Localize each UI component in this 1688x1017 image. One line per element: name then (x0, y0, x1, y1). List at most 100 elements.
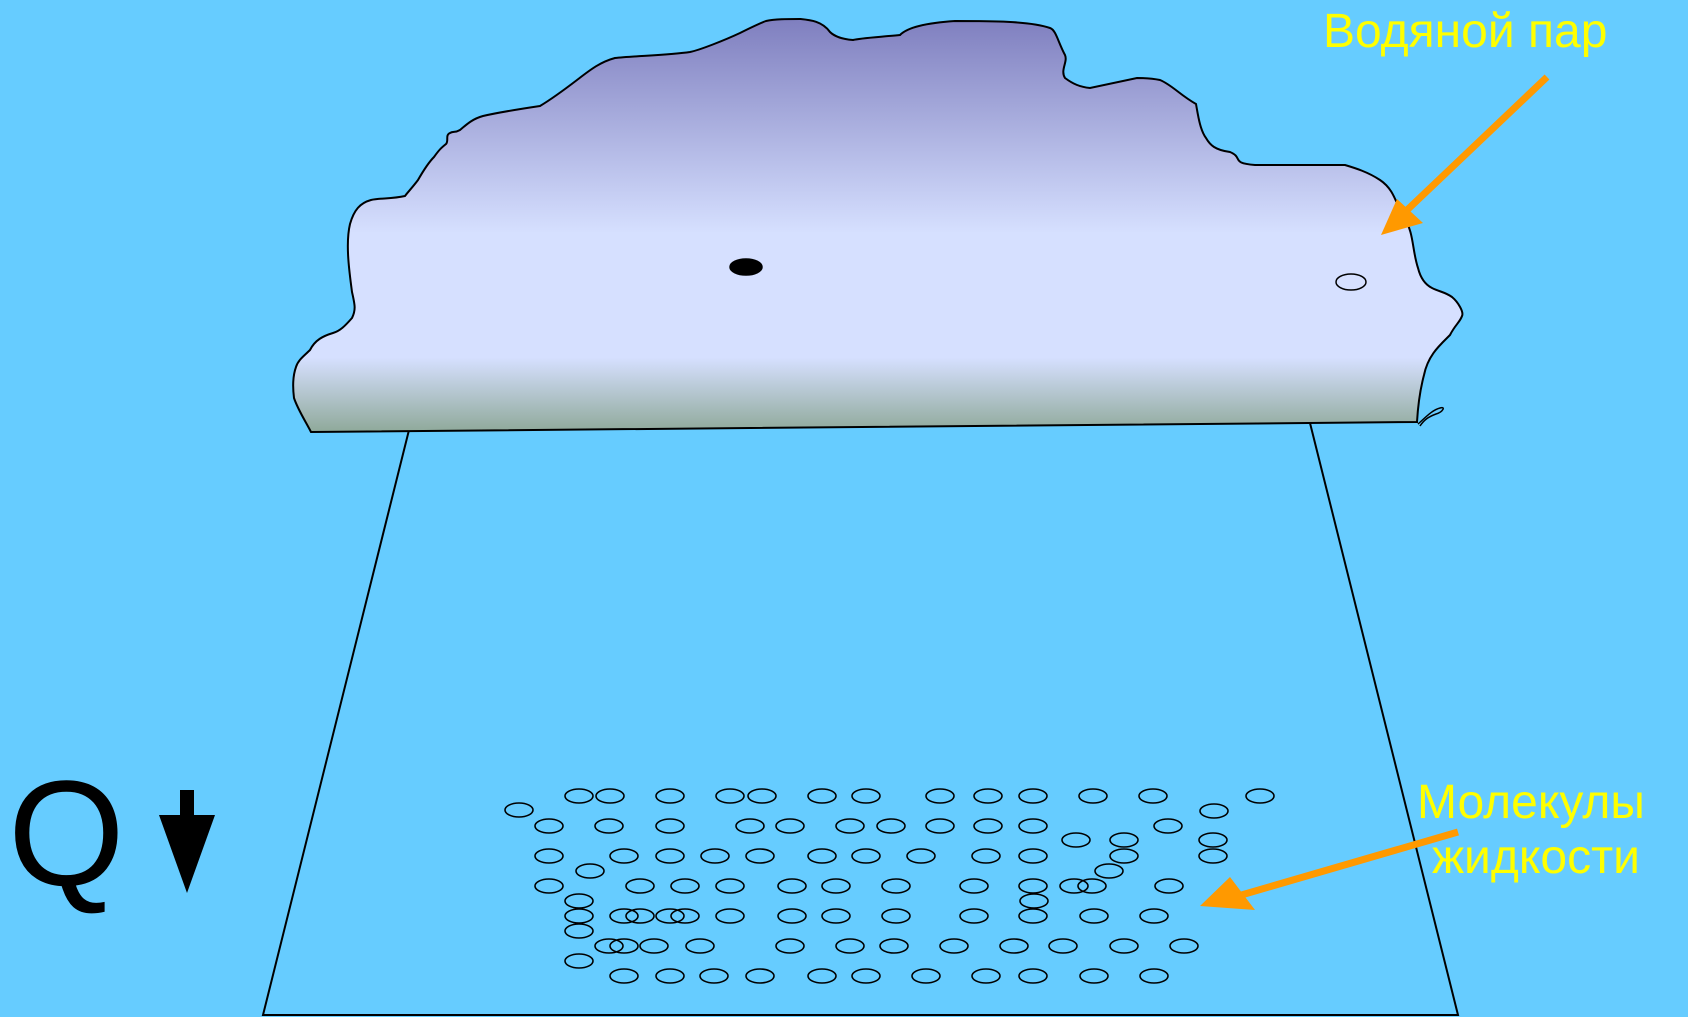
liquid-molecule (1198, 848, 1228, 864)
liquid-molecule (564, 953, 594, 969)
vapor-pointer-arrow (1381, 74, 1550, 235)
liquid-label-line2: жидкости (1431, 831, 1640, 885)
liquid-molecule (851, 848, 881, 864)
liquid-molecule (609, 938, 639, 954)
liquid-molecule (534, 848, 564, 864)
liquid-molecule (1018, 908, 1048, 924)
liquid-molecule (1109, 832, 1139, 848)
liquid-molecule (504, 802, 534, 818)
liquid-molecule (1139, 908, 1169, 924)
liquid-molecule (973, 788, 1003, 804)
liquid-molecule (655, 788, 685, 804)
liquid-pointer-arrow (1200, 828, 1459, 910)
liquid-molecule (715, 878, 745, 894)
vapor-label: Водяной пар (1323, 5, 1608, 58)
liquid-molecule (925, 788, 955, 804)
liquid-molecule (1018, 788, 1048, 804)
liquid-molecule (534, 878, 564, 894)
liquid-molecule (715, 788, 745, 804)
liquid-molecule (1245, 788, 1275, 804)
liquid-molecule (777, 908, 807, 924)
liquid-molecule (835, 938, 865, 954)
liquid-molecule (655, 908, 685, 924)
liquid-molecule (639, 938, 669, 954)
liquid-molecule (625, 878, 655, 894)
liquid-molecule (735, 818, 765, 834)
liquid-molecule (625, 908, 655, 924)
liquid-molecule (1169, 938, 1199, 954)
liquid-molecule (1139, 968, 1169, 984)
liquid-molecule (655, 848, 685, 864)
liquid-molecule (821, 908, 851, 924)
liquid-molecule (881, 878, 911, 894)
liquid-molecule (700, 848, 730, 864)
liquid-molecule (999, 938, 1029, 954)
liquid-molecule (745, 968, 775, 984)
liquid-molecule (1018, 818, 1048, 834)
liquid-molecule (807, 848, 837, 864)
liquid-molecule (1018, 878, 1048, 894)
liquid-molecule (670, 878, 700, 894)
liquid-molecule (1059, 878, 1089, 894)
liquid-molecule (959, 908, 989, 924)
liquid-molecule (564, 893, 594, 909)
liquid-molecule (655, 968, 685, 984)
vapor-cloud (292, 17, 1464, 434)
liquid-molecule (564, 908, 594, 924)
liquid-molecule (1018, 968, 1048, 984)
liquid-molecule (594, 818, 624, 834)
liquid-molecule (807, 968, 837, 984)
liquid-molecule (835, 818, 865, 834)
liquid-molecule (1048, 938, 1078, 954)
liquid-molecule (1138, 788, 1168, 804)
liquid-molecule (939, 938, 969, 954)
liquid-molecule (699, 968, 729, 984)
liquid-molecule (807, 788, 837, 804)
liquid-molecule (685, 938, 715, 954)
liquid-molecule (670, 908, 700, 924)
liquid-molecule (609, 908, 639, 924)
liquid-molecule (821, 878, 851, 894)
liquid-molecule (876, 818, 906, 834)
liquid-molecule (971, 968, 1001, 984)
vapor-molecule (729, 258, 763, 276)
liquid-molecule (1061, 832, 1091, 848)
liquid-molecules-label: Молекулы жидкости (1417, 775, 1645, 885)
liquid-molecule (879, 938, 909, 954)
liquid-molecule (715, 908, 745, 924)
liquid-molecule (1019, 893, 1049, 909)
liquid-molecule (609, 968, 639, 984)
cloud-curl (1417, 406, 1444, 427)
liquid-molecule (971, 848, 1001, 864)
liquid-molecule (777, 878, 807, 894)
liquid-molecule (906, 848, 936, 864)
liquid-molecule (973, 818, 1003, 834)
liquid-molecule (775, 938, 805, 954)
liquid-molecule (1153, 818, 1183, 834)
liquid-molecule (595, 788, 625, 804)
liquid-molecule (1094, 863, 1124, 879)
liquid-molecule (747, 788, 777, 804)
liquid-molecule (1018, 848, 1048, 864)
liquid-molecule (1109, 848, 1139, 864)
vapor-molecule (1335, 273, 1367, 291)
arrow-down-icon (159, 790, 215, 893)
liquid-molecule (1109, 938, 1139, 954)
liquid-molecule (925, 818, 955, 834)
liquid-molecule (745, 848, 775, 864)
liquid-molecule (1079, 908, 1109, 924)
liquid-molecule (851, 788, 881, 804)
liquid-molecule (775, 818, 805, 834)
liquid-molecule (1154, 878, 1184, 894)
liquid-label-line1: Молекулы (1417, 776, 1645, 829)
liquid-molecule (564, 788, 594, 804)
liquid-molecule (911, 968, 941, 984)
liquid-molecule (1198, 832, 1228, 848)
liquid-molecule (1077, 878, 1107, 894)
liquid-molecule (534, 818, 564, 834)
liquid-molecule (1078, 788, 1108, 804)
liquid-molecule (594, 938, 624, 954)
liquid-molecule (959, 878, 989, 894)
liquid-molecule (655, 818, 685, 834)
